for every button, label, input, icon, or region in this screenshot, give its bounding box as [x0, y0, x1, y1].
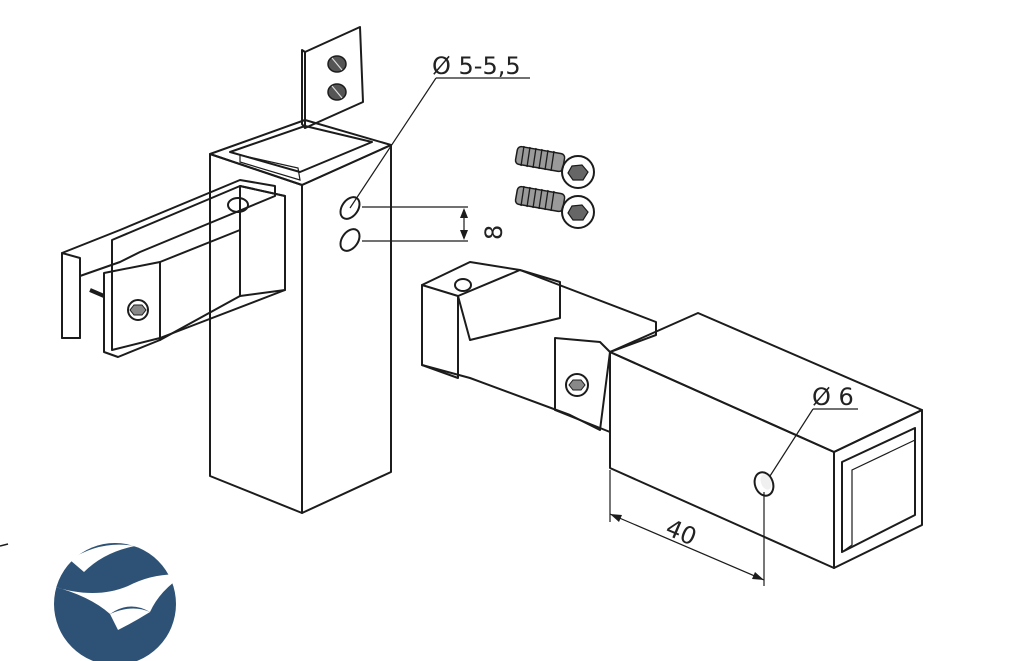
dimension-length: 40 — [609, 470, 765, 586]
mounting-tab — [301, 26, 364, 129]
hex-socket-screw-2 — [514, 185, 595, 229]
dimension-hole-spacing: 8 — [362, 206, 508, 242]
left-clamp-bracket — [61, 179, 286, 358]
bird-wave-logo-icon — [52, 543, 184, 661]
hex-socket-screw-1 — [514, 145, 595, 189]
dimension-length-label: 40 — [662, 514, 701, 552]
vertical-post — [209, 119, 392, 514]
dimension-hole-tube: Ø 6 — [769, 383, 858, 477]
dimension-hole-top-label: Ø 5-5,5 — [432, 52, 521, 80]
dimension-hole-spacing-label: 8 — [480, 225, 508, 240]
post-holes — [339, 196, 361, 252]
horizontal-tube — [609, 312, 923, 569]
dimension-hole-tube-label: Ø 6 — [812, 383, 854, 411]
dimension-hole-top: Ø 5-5,5 — [349, 52, 530, 209]
